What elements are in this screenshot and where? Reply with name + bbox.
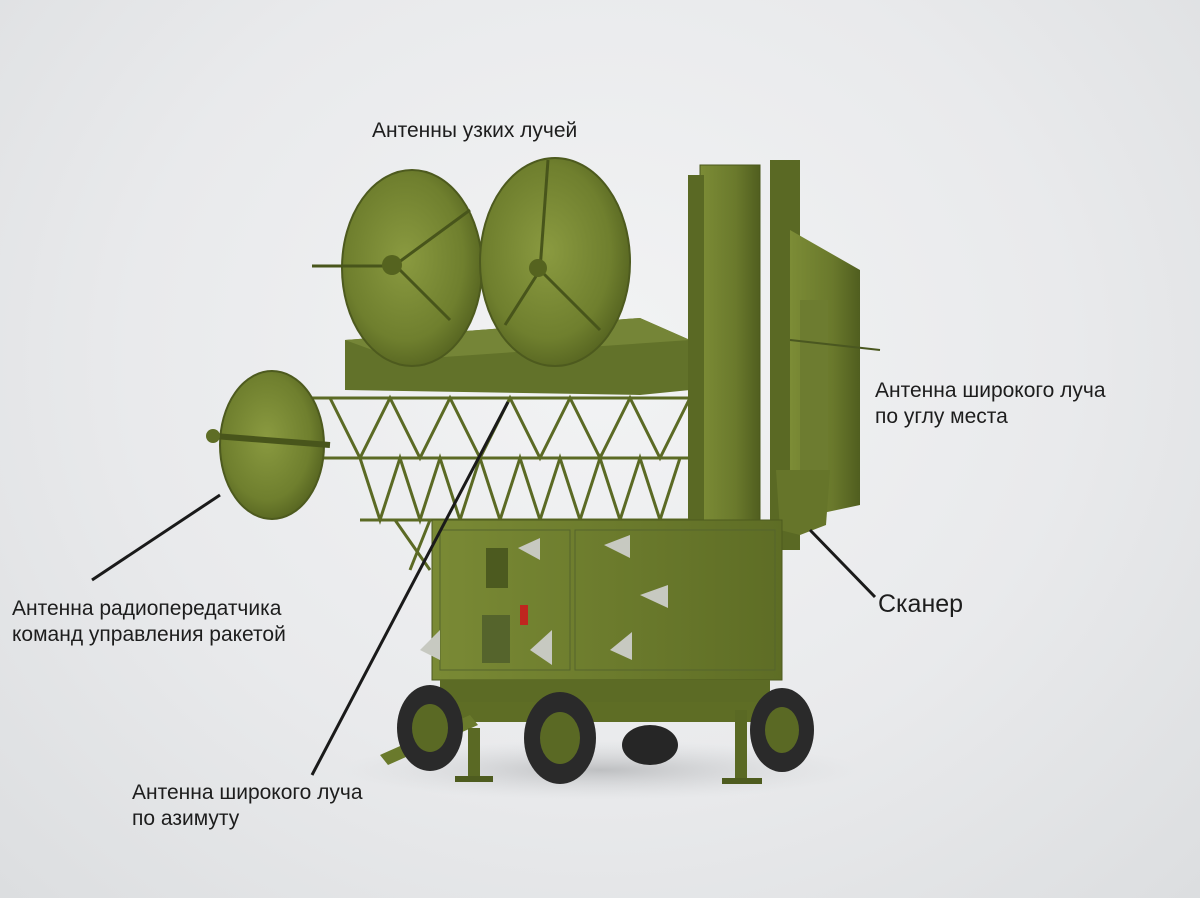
- scanner: [776, 470, 830, 535]
- label-wide-beam-elevation-antenna: Антенна широкого луча по углу места: [875, 379, 1106, 428]
- narrow-beam-antennas: [312, 157, 631, 367]
- label-wide-beam-azimuth-antenna: Антенна широкого луча по азимуту: [132, 781, 363, 830]
- label-scanner: Сканер: [878, 590, 964, 618]
- wheels: [397, 685, 814, 784]
- command-transmitter-antenna: [206, 370, 331, 520]
- label-narrow-beam-antennas: Антенны узких лучей: [372, 119, 578, 142]
- leader-line-azimuth: [310, 401, 510, 776]
- leader-line-scanner: [808, 528, 877, 599]
- label-command-transmitter-antenna: Антенна радиопередатчика команд управлен…: [12, 597, 286, 646]
- leader-lines: [91, 401, 877, 776]
- wide-beam-elevation-antenna: [688, 160, 881, 556]
- leader-line-command-transmitter: [91, 493, 221, 582]
- equipment-cabin: [420, 519, 783, 702]
